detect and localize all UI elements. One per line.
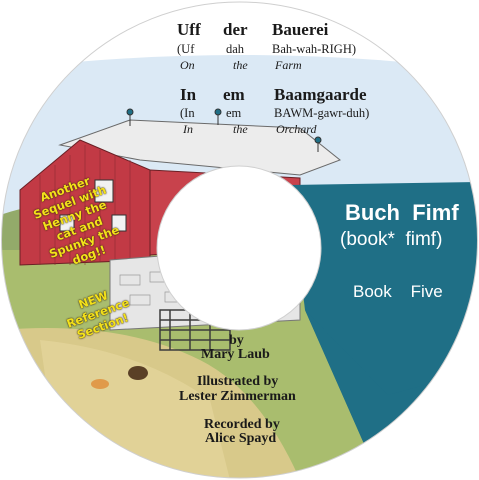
credit-by: by — [229, 333, 244, 348]
gloss-word: Orchard — [276, 122, 317, 136]
pron-word: (Uf — [177, 42, 195, 56]
credit-author: Mary Laub — [201, 347, 270, 362]
gloss-word: the — [233, 58, 248, 72]
pron-word: em — [226, 106, 242, 120]
pron-word: BAWM-gawr-duh) — [274, 106, 370, 120]
credit-recorded: Recorded by — [204, 417, 280, 432]
cat-figure — [91, 379, 109, 389]
title-word: Uff — [177, 20, 201, 39]
gloss-word: Farm — [275, 58, 302, 72]
title-word: In — [180, 85, 197, 104]
pron-word: dah — [226, 42, 245, 56]
book-title: Buch Fimf — [345, 200, 459, 225]
title-word: em — [223, 85, 245, 104]
book-english: Book Five — [353, 282, 443, 301]
dog-figure — [128, 366, 148, 380]
title-word: Bauerei — [272, 20, 329, 39]
gloss-word: In — [183, 122, 193, 136]
pron-word: (In — [180, 106, 195, 120]
credit-illustrated: Illustrated by — [197, 374, 279, 389]
gloss-word: On — [180, 58, 195, 72]
credit-illustrator: Lester Zimmerman — [179, 389, 296, 404]
credit-narrator: Alice Spayd — [205, 431, 277, 446]
gloss-word: the — [233, 122, 248, 136]
title-word: Baamgaarde — [274, 85, 367, 104]
center-hole — [156, 165, 322, 331]
book-pronunciation: (book* fimf) — [340, 229, 443, 250]
pron-word: Bah-wah-RIGH) — [272, 42, 357, 56]
title-word: der — [223, 20, 248, 39]
